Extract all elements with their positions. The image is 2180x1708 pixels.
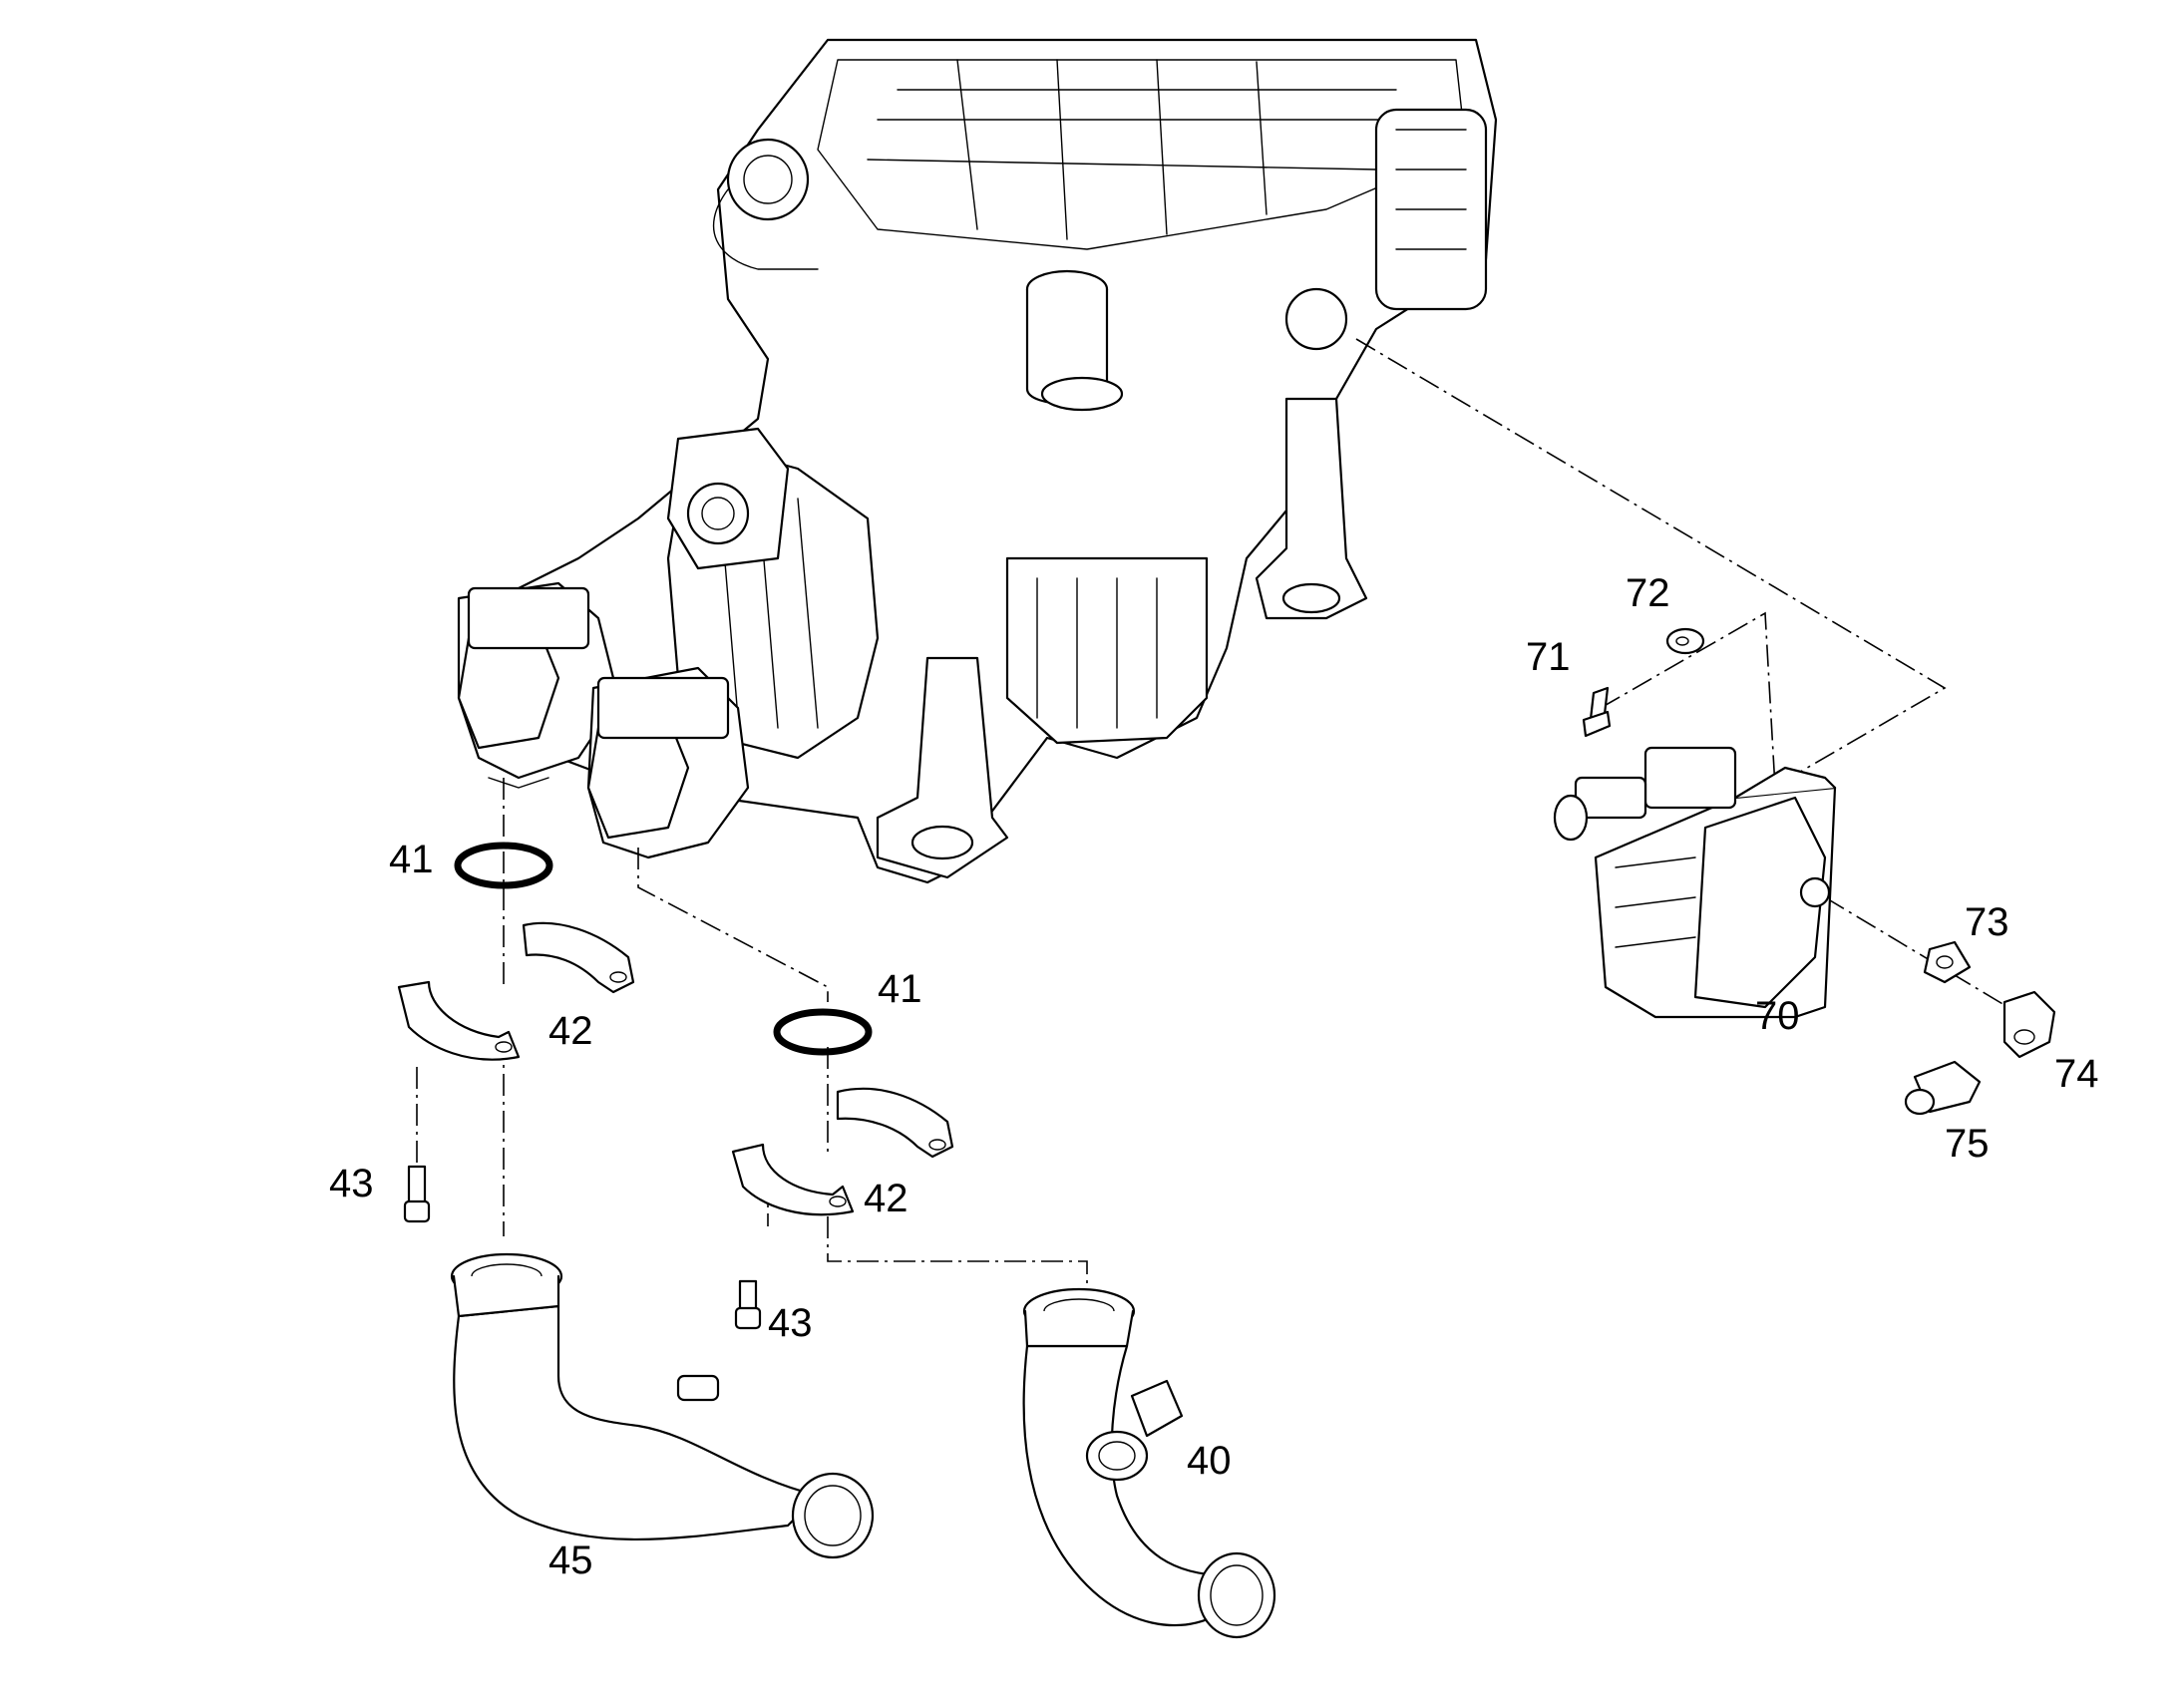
callout-40: 40 bbox=[1187, 1439, 1232, 1483]
clamp-half-42-left-lower bbox=[397, 980, 521, 1061]
callout-70: 70 bbox=[1755, 994, 1800, 1038]
callout-71: 71 bbox=[1526, 635, 1571, 679]
seal-ring-41-left bbox=[454, 842, 553, 889]
callout-42-left: 42 bbox=[548, 1009, 593, 1053]
callout-43-middle: 43 bbox=[768, 1301, 813, 1345]
engine-assembly bbox=[457, 38, 1498, 884]
callout-45: 45 bbox=[548, 1538, 593, 1582]
lower-middle-parts: 41 42 43 40 bbox=[731, 967, 1276, 1639]
callout-41-middle: 41 bbox=[878, 967, 922, 1011]
pipe-45 bbox=[453, 1304, 820, 1541]
lower-left-parts: 41 42 43 45 bbox=[329, 838, 875, 1582]
callout-75: 75 bbox=[1945, 1122, 1990, 1166]
callout-73: 73 bbox=[1965, 900, 2009, 944]
callout-41-left: 41 bbox=[389, 838, 434, 881]
clamp-half-42-left-upper bbox=[522, 921, 635, 994]
seal-ring-41-middle bbox=[773, 1008, 873, 1056]
clamp-half-42-middle-lower bbox=[731, 1143, 855, 1216]
pipe-40 bbox=[1022, 1344, 1229, 1627]
clamp-half-42-middle-upper bbox=[836, 1087, 954, 1159]
callout-72: 72 bbox=[1626, 571, 1670, 615]
washer-72 bbox=[1665, 627, 1705, 655]
callout-43-left: 43 bbox=[329, 1162, 374, 1205]
callout-74: 74 bbox=[2054, 1052, 2099, 1096]
callout-42-middle: 42 bbox=[864, 1177, 908, 1220]
elbow-74 bbox=[2002, 990, 2056, 1059]
hydraulic-pump-70 bbox=[1553, 746, 1837, 1019]
right-pump-group: 70 71 72 73 74 75 bbox=[1526, 571, 2099, 1166]
adapter-73 bbox=[1923, 940, 1972, 984]
